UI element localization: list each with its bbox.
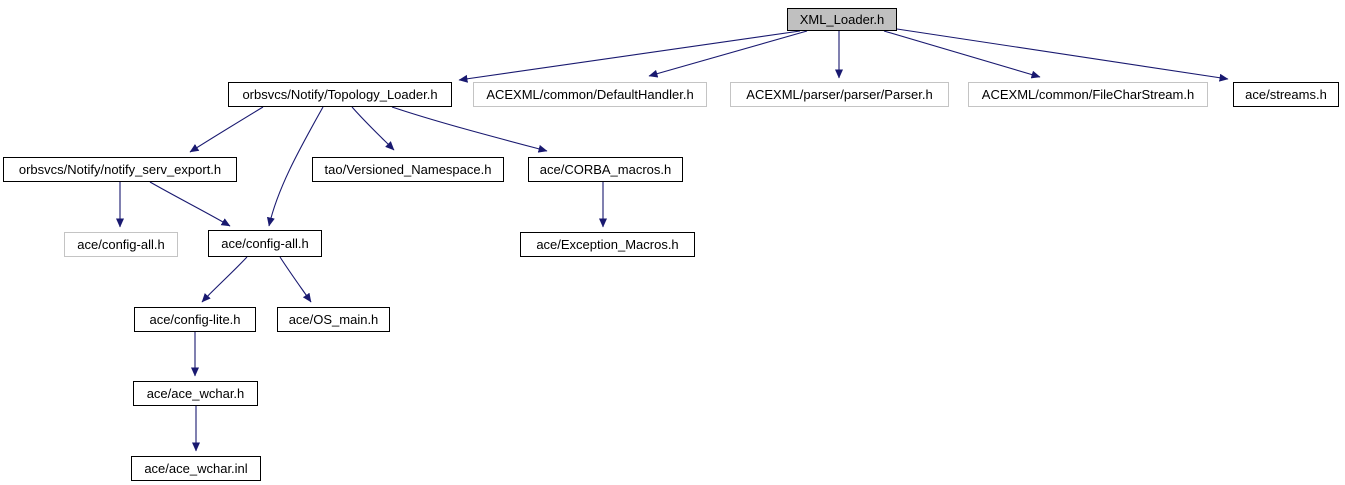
edge-topology-to-notify-serv-export (189, 106, 264, 153)
node-parser-h: ACEXML/parser/parser/Parser.h (730, 82, 949, 107)
node-streams-h[interactable]: ace/streams.h (1233, 82, 1339, 107)
node-versioned-namespace-h[interactable]: tao/Versioned_Namespace.h (312, 157, 504, 182)
edge-xml-loader-to-streams (896, 28, 1229, 82)
node-label: ace/CORBA_macros.h (539, 162, 672, 177)
node-os-main-h[interactable]: ace/OS_main.h (277, 307, 390, 332)
edge-topology-to-config-all (266, 106, 324, 227)
node-label: ace/config-all.h (77, 237, 165, 252)
node-label: ACEXML/parser/parser/Parser.h (746, 87, 933, 102)
node-label: ace/ace_wchar.inl (144, 461, 248, 476)
edge-config-all-to-config-lite (201, 256, 248, 303)
edge-config-all-to-os-main (279, 256, 312, 303)
node-label: tao/Versioned_Namespace.h (324, 162, 492, 177)
edge-topology-to-corba-macros (391, 106, 548, 153)
node-label: orbsvcs/Notify/notify_serv_export.h (18, 162, 222, 177)
edge-xml-loader-to-default-handler (648, 30, 808, 78)
node-label: ACEXML/common/DefaultHandler.h (486, 87, 694, 102)
node-label: ACEXML/common/FileCharStream.h (981, 87, 1195, 102)
node-config-lite-h[interactable]: ace/config-lite.h (134, 307, 256, 332)
node-file-char-stream-h: ACEXML/common/FileCharStream.h (968, 82, 1208, 107)
node-exception-macros-h[interactable]: ace/Exception_Macros.h (520, 232, 695, 257)
node-corba-macros-h[interactable]: ace/CORBA_macros.h (528, 157, 683, 182)
node-ace-wchar-inl[interactable]: ace/ace_wchar.inl (131, 456, 261, 481)
node-label: orbsvcs/Notify/Topology_Loader.h (242, 87, 438, 102)
edge-xml-loader-to-topology-loader (458, 30, 801, 83)
node-label: XML_Loader.h (799, 12, 885, 27)
node-label: ace/config-all.h (221, 236, 309, 251)
node-xml-loader-h: XML_Loader.h (787, 8, 897, 31)
node-notify-serv-export-h[interactable]: orbsvcs/Notify/notify_serv_export.h (3, 157, 237, 182)
node-topology-loader-h[interactable]: orbsvcs/Notify/Topology_Loader.h (228, 82, 452, 107)
edge-notify-serv-export-to-config-all (149, 181, 231, 227)
node-label: ace/Exception_Macros.h (536, 237, 679, 252)
node-default-handler-h: ACEXML/common/DefaultHandler.h (473, 82, 707, 107)
node-config-all-h-plain: ace/config-all.h (64, 232, 178, 257)
node-ace-wchar-h[interactable]: ace/ace_wchar.h (133, 381, 258, 406)
node-label: ace/OS_main.h (288, 312, 379, 327)
edge-xml-loader-to-file-char-stream (883, 30, 1041, 79)
node-label: ace/config-lite.h (149, 312, 241, 327)
node-label: ace/ace_wchar.h (146, 386, 245, 401)
node-label: ace/streams.h (1245, 87, 1327, 102)
edge-topology-to-versioned-namespace (351, 106, 395, 151)
node-config-all-h[interactable]: ace/config-all.h (208, 230, 322, 257)
